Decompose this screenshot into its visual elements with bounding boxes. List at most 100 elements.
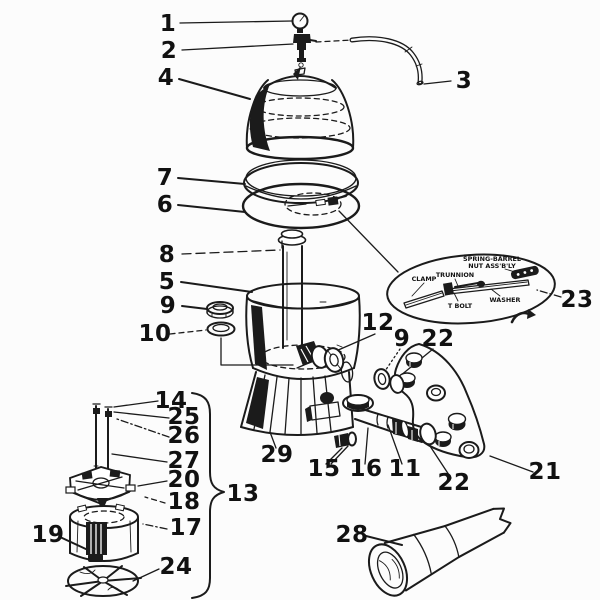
leader-line [181, 305, 208, 310]
leader-line [142, 523, 168, 530]
callout-23: 23 [560, 287, 593, 313]
leader-line [169, 329, 207, 335]
callout-11: 11 [388, 456, 421, 482]
oring-22-bottom [419, 422, 437, 446]
leader-line [59, 536, 89, 551]
callout-21: 21 [528, 459, 561, 485]
leader-line [116, 418, 170, 438]
leader-line [269, 431, 277, 449]
callout-9-left: 9 [160, 293, 177, 319]
pressure-gauge [291, 12, 309, 33]
callout-8: 8 [159, 242, 176, 268]
callout-14: 14 [154, 388, 187, 414]
bottom-spoke-plate [65, 565, 142, 597]
leader-line [137, 480, 168, 487]
callout-4: 4 [158, 65, 175, 91]
callout-2: 2 [161, 38, 178, 64]
leader-line [178, 78, 251, 100]
leader-line [536, 289, 562, 298]
plate-nut [447, 412, 467, 431]
clamp-detail-inset: SPRING-BARREL NUT ASS'B'LY TRUNNION CLAM… [386, 253, 556, 325]
inset-washer-part [477, 280, 485, 288]
air-relief-valve [293, 34, 317, 62]
leader-line [330, 445, 349, 465]
oring-22-top [389, 374, 405, 394]
cone-shadow [246, 377, 269, 429]
callout-19: 19 [31, 522, 64, 548]
inset-t-bolt [443, 282, 454, 296]
callout-29: 29 [260, 442, 293, 468]
callout-10: 10 [138, 321, 171, 347]
outlet-pipe-assembly [342, 394, 429, 443]
top-plate [65, 466, 136, 512]
lid-gasket [241, 182, 361, 230]
leader-line [338, 210, 399, 273]
leader-line [384, 348, 401, 372]
callout-9-right: 9 [394, 326, 411, 352]
oring-9 [373, 368, 391, 390]
callout-24: 24 [159, 554, 192, 580]
plate-nut [434, 431, 452, 447]
filter-cartridge [69, 503, 139, 562]
callout-1: 1 [160, 11, 177, 37]
leader-elbow-line [220, 337, 294, 366]
leader-line [427, 442, 452, 479]
callout-3: 3 [456, 68, 473, 94]
filter-lid [245, 62, 355, 161]
inset-label-spring-barrel-1: SPRING-BARREL [463, 255, 521, 263]
gauge-stem [297, 28, 303, 33]
inset-label-washer: WASHER [490, 296, 521, 304]
plate-nut [405, 352, 423, 368]
callout-17: 17 [169, 515, 202, 541]
inset-label-clamp: CLAMP [412, 275, 437, 283]
inset-spring-barrel-nut [511, 265, 539, 280]
leader-line [144, 496, 166, 504]
retainer-nut [206, 301, 234, 319]
inset-label-trunnion: TRUNNION [436, 271, 474, 279]
leader-line [325, 447, 343, 465]
leader-line [177, 177, 246, 185]
callout-26: 26 [167, 423, 200, 449]
leader-line [111, 453, 168, 463]
leader-line [180, 281, 253, 293]
callout-13: 13 [226, 481, 259, 507]
callout-28: 28 [335, 522, 368, 548]
washer-part [206, 321, 236, 337]
wrench-tool [367, 507, 512, 597]
cone-base [240, 371, 354, 436]
standpipe [277, 229, 307, 349]
mounting-plate [393, 343, 486, 459]
callout-15: 15 [307, 456, 340, 482]
rotation-arrow-icon [510, 309, 536, 324]
leader-line [179, 20, 293, 24]
callout-5: 5 [159, 269, 176, 295]
callout-12: 12 [361, 310, 394, 336]
callout-6: 6 [157, 192, 174, 218]
callout-22-top: 22 [421, 326, 454, 352]
callout-16: 16 [349, 456, 382, 482]
callout-18: 18 [167, 489, 200, 515]
leader-line [364, 427, 369, 465]
drain-plug [334, 431, 357, 448]
callout-25: 25 [167, 404, 200, 430]
filter-tank [245, 282, 361, 383]
plate-ring [458, 441, 480, 459]
bulkhead-fitting [296, 341, 345, 373]
leader-line [423, 80, 452, 85]
inset-label-spring-barrel-2: NUT ASS'B'LY [468, 262, 516, 270]
plate-ring [426, 384, 446, 402]
callout-labels: 1 2 3 4 7 6 8 5 9 10 12 9 22 21 22 15 16… [31, 11, 593, 580]
leader-line [181, 249, 281, 255]
inset-label-t-bolt: T BOLT [448, 302, 473, 310]
leader-line [489, 455, 534, 473]
leader-line [113, 411, 170, 419]
drain-tube [315, 36, 424, 86]
leader-line [113, 400, 159, 408]
pipe-nut [408, 426, 418, 442]
leader-line [181, 43, 294, 51]
cone-knob [320, 392, 334, 404]
clamp-bolt [327, 196, 339, 206]
group-13-brace [191, 392, 225, 599]
